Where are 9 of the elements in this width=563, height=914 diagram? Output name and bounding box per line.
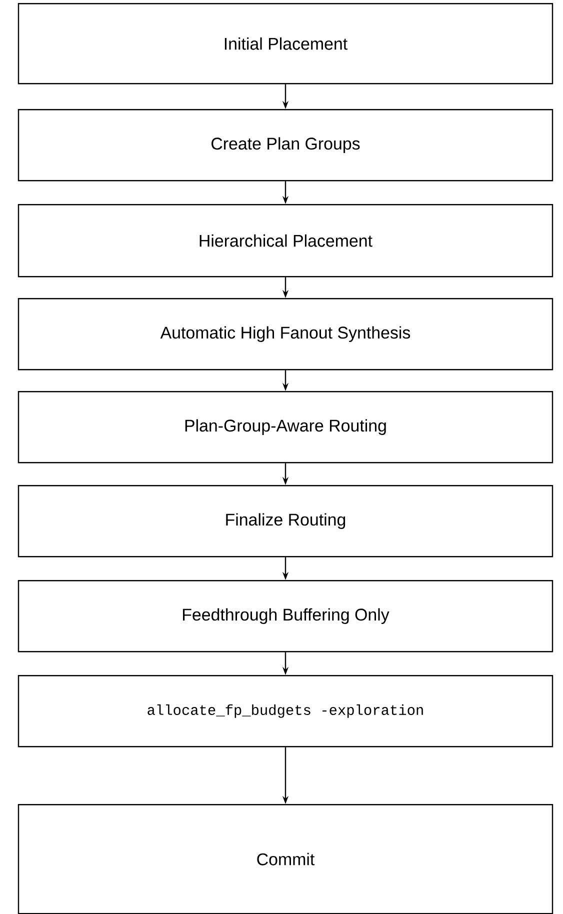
process-box: Commit [18, 804, 554, 914]
process-box: Plan-Group-Aware Routing [18, 391, 554, 464]
process-box: Initial Placement [18, 3, 554, 84]
process-box: Feedthrough Buffering Only [18, 580, 554, 652]
process-box: Finalize Routing [18, 485, 554, 558]
process-box: Automatic High Fanout Synthesis [18, 298, 554, 370]
process-box: allocate_fp_budgets -exploration [18, 675, 554, 748]
process-box: Hierarchical Placement [18, 204, 554, 278]
process-box: Create Plan Groups [18, 109, 554, 182]
